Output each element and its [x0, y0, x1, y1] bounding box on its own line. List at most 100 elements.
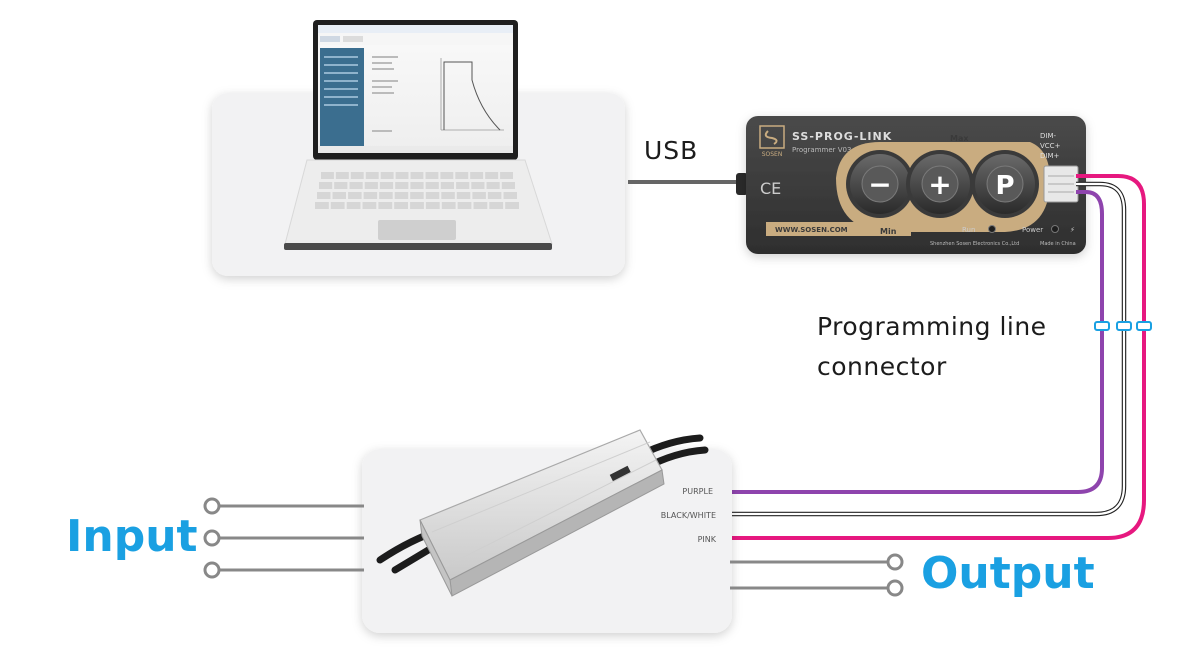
keyboard-key [489, 202, 504, 209]
software-curve-graph [440, 58, 504, 131]
input-terminal-icon [203, 529, 221, 547]
keyboard-key [441, 192, 455, 199]
keyboard-key [503, 192, 517, 199]
pink-wire [730, 174, 1146, 540]
manufacturer-text: Shenzhen Sosen Electronics Co.,Ltd [930, 241, 1019, 247]
ce-mark: CE [760, 179, 781, 198]
keyboard-key [425, 202, 440, 209]
min-label: Min [880, 227, 897, 236]
output-terminal-icon [886, 579, 904, 597]
input-terminal-icon [203, 561, 221, 579]
keyboard-key [440, 172, 454, 179]
led-driver [419, 429, 665, 597]
website-text: WWW.SOSEN.COM [775, 226, 848, 234]
website-band [766, 222, 911, 236]
keyboard-key [350, 172, 364, 179]
keyboard-key [346, 202, 361, 209]
programming-line-label-1: Programming line [817, 312, 1047, 341]
driver-panel: PURPLE BLACK/WHITE PINK [203, 429, 904, 633]
keyboard-key [394, 192, 409, 199]
power-led-icon [1051, 225, 1059, 233]
output-label: Output [921, 548, 1095, 599]
keyboard-key [456, 192, 471, 199]
wire-clip-purple [1094, 321, 1110, 331]
made-in-text: Made in China [1040, 241, 1076, 247]
bolt-icon: ⚡ [1070, 226, 1075, 234]
keyboard-key [487, 192, 502, 199]
purple-wire-label: PURPLE [682, 487, 713, 496]
run-label: Run [962, 226, 975, 234]
input-terminal-icon [203, 497, 221, 515]
wire-clip-black-white [1116, 321, 1132, 331]
pin-dim-minus: DIM- [1040, 132, 1056, 140]
input-label: Input [66, 511, 198, 562]
sosen-logo-icon [759, 125, 785, 149]
pink-wire-label: PINK [698, 535, 717, 544]
keyboard-key [472, 192, 486, 199]
keyboard-key [457, 202, 472, 209]
keyboard-key [410, 182, 424, 189]
keyboard-key [364, 182, 378, 189]
programming-wires [730, 174, 1152, 540]
keyboard-key [378, 202, 393, 209]
keyboard-key [425, 172, 439, 179]
plus-button[interactable]: + [906, 150, 974, 218]
keyboard-key [410, 192, 424, 199]
keyboard-key [441, 202, 456, 209]
keyboard-key [330, 202, 345, 209]
keyboard-key [500, 172, 513, 179]
keyboard-key [363, 192, 378, 199]
power-label: Power [1022, 226, 1043, 234]
keyboard-key [485, 172, 499, 179]
programming-line-label-2: connector [817, 352, 947, 381]
output-terminal-icon [886, 553, 904, 571]
pin-dim-plus: DIM+ [1040, 152, 1059, 160]
subtitle-text: Programmer V03 [792, 146, 851, 154]
keyboard-key [315, 202, 329, 209]
keyboard-key [317, 192, 331, 199]
keyboard-key [425, 192, 440, 199]
black-white-wire-inner [730, 182, 1126, 516]
usb-plug [736, 173, 748, 195]
max-label: Max [950, 134, 969, 143]
keyboard-key [410, 202, 424, 209]
laptop-screen [313, 20, 518, 160]
laptop-base [284, 159, 553, 250]
keyboard-key [348, 192, 362, 199]
wire-clip-pink [1136, 321, 1152, 331]
keyboard-key [321, 172, 334, 179]
output-wires [730, 553, 904, 597]
laptop-touchpad [378, 220, 456, 240]
keyboard-key [379, 192, 393, 199]
keyboard-key [410, 172, 424, 179]
program-button[interactable]: P [971, 150, 1039, 218]
keyboard-key [365, 172, 379, 179]
minus-button[interactable]: − [846, 150, 914, 218]
keyboard-key [470, 172, 484, 179]
keyboard-key [440, 182, 454, 189]
keyboard-key [425, 182, 439, 189]
keyboard-key [455, 172, 469, 179]
keyboard-key [505, 202, 519, 209]
input-wires [203, 497, 364, 579]
black-white-wire-label: BLACK/WHITE [661, 511, 716, 520]
keyboard-key [349, 182, 363, 189]
keyboard-key [334, 182, 348, 189]
p-symbol: P [995, 171, 1014, 201]
keyboard-key [501, 182, 515, 189]
keyboard-key [319, 182, 333, 189]
keyboard-key [395, 182, 409, 189]
keyboard-key [486, 182, 500, 189]
run-led-icon [988, 225, 996, 233]
keyboard-key [471, 182, 485, 189]
model-text: SS-PROG-LINK [792, 130, 892, 143]
minus-symbol: − [868, 168, 891, 201]
pin-vcc-plus: VCC+ [1040, 142, 1061, 150]
keyboard-key [456, 182, 470, 189]
usb-label: USB [644, 136, 699, 165]
keyboard-key [379, 182, 394, 189]
brand-text: SOSEN [762, 151, 783, 158]
keyboard-key [332, 192, 346, 199]
keyboard-key [380, 172, 394, 179]
